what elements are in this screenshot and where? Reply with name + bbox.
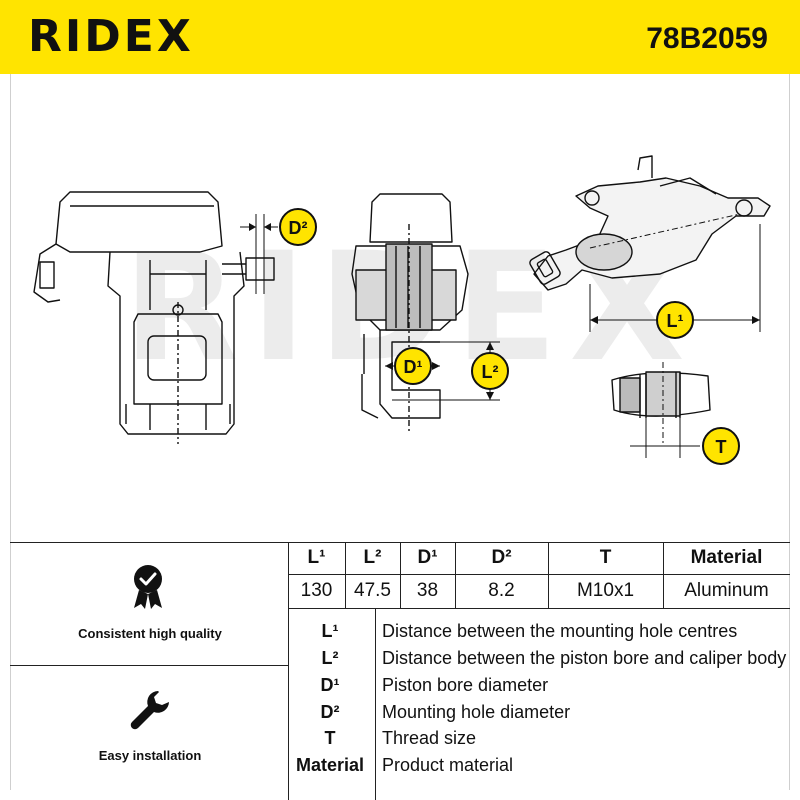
svg-text:D²: D²: [289, 218, 308, 238]
thread-section-view: [611, 362, 711, 458]
table-header-l1: L¹: [307, 547, 326, 568]
part-number: 78B2059: [646, 22, 768, 55]
table-header-t: T: [599, 547, 612, 568]
brand-logo: RIDEX: [28, 11, 194, 62]
svg-text:D¹: D¹: [404, 357, 423, 377]
table-cell-material: Aluminum: [684, 580, 769, 601]
technical-drawing: RIDEX: [33, 155, 771, 465]
col-divider: [663, 542, 664, 608]
legend-desc-t: Thread size: [382, 728, 477, 748]
quality-badge-icon: [134, 565, 162, 609]
legend-desc-material: Product material: [382, 755, 514, 775]
legend-desc-l1: Distance between the mounting hole centr…: [382, 621, 738, 641]
table-cell-d2: 8.2: [488, 580, 515, 601]
legend-divider: [375, 608, 376, 800]
svg-text:L²: L²: [482, 362, 499, 382]
legend-key-material: Material: [295, 755, 365, 775]
table-cell-t: M10x1: [576, 580, 635, 601]
dimension-arrows: [249, 223, 760, 400]
table-bottom-divider: [288, 608, 790, 609]
svg-text:L¹: L¹: [667, 311, 684, 331]
col-divider: [400, 542, 401, 608]
table-header-divider: [288, 574, 790, 575]
table-cell-l2: 47.5: [354, 580, 391, 601]
legend-key-l1: L¹: [321, 621, 339, 641]
col-divider: [548, 542, 549, 608]
col-divider: [455, 542, 456, 608]
table-header-material: Material: [690, 547, 763, 568]
legend-desc-d2: Mounting hole diameter: [382, 702, 571, 722]
content-frame: [10, 74, 790, 790]
col-divider: [345, 542, 346, 608]
label-l2: L²: [471, 352, 509, 390]
legend-desc-d1: Piston bore diameter: [382, 675, 549, 695]
legend-desc-l2: Distance between the piston bore and cal…: [382, 648, 787, 668]
caliper-side-view: [33, 191, 278, 444]
spec-left-divider: [288, 542, 289, 800]
table-header-l2: L²: [363, 547, 382, 568]
brand-header: RIDEX 78B2059: [0, 0, 800, 74]
legend-key-d1: D¹: [320, 675, 340, 695]
label-l1: L¹: [656, 301, 694, 339]
legend-key-t: T: [324, 728, 336, 748]
feature-title-installation: Easy installation: [98, 748, 202, 763]
legend-key-d2: D²: [320, 702, 340, 722]
label-t: T: [702, 427, 740, 465]
feature-divider: [10, 665, 288, 666]
table-cell-d1: 38: [416, 580, 439, 601]
caliper-section-view: [351, 193, 500, 434]
legend-key-l2: L²: [321, 648, 339, 668]
label-d1: D¹: [394, 347, 432, 385]
table-header-d1: D¹: [417, 547, 438, 568]
feature-title-quality: Consistent high quality: [78, 626, 222, 641]
label-d2: D²: [279, 208, 317, 246]
caliper-perspective-view: [529, 155, 771, 332]
wrench-icon: [130, 691, 169, 730]
svg-text:T: T: [716, 437, 727, 457]
table-header-d2: D²: [491, 547, 512, 568]
table-cell-l1: 130: [300, 580, 333, 601]
spec-section: L¹ L² D¹ D² T Material 130 47.5 38 8.2 M…: [0, 542, 800, 800]
